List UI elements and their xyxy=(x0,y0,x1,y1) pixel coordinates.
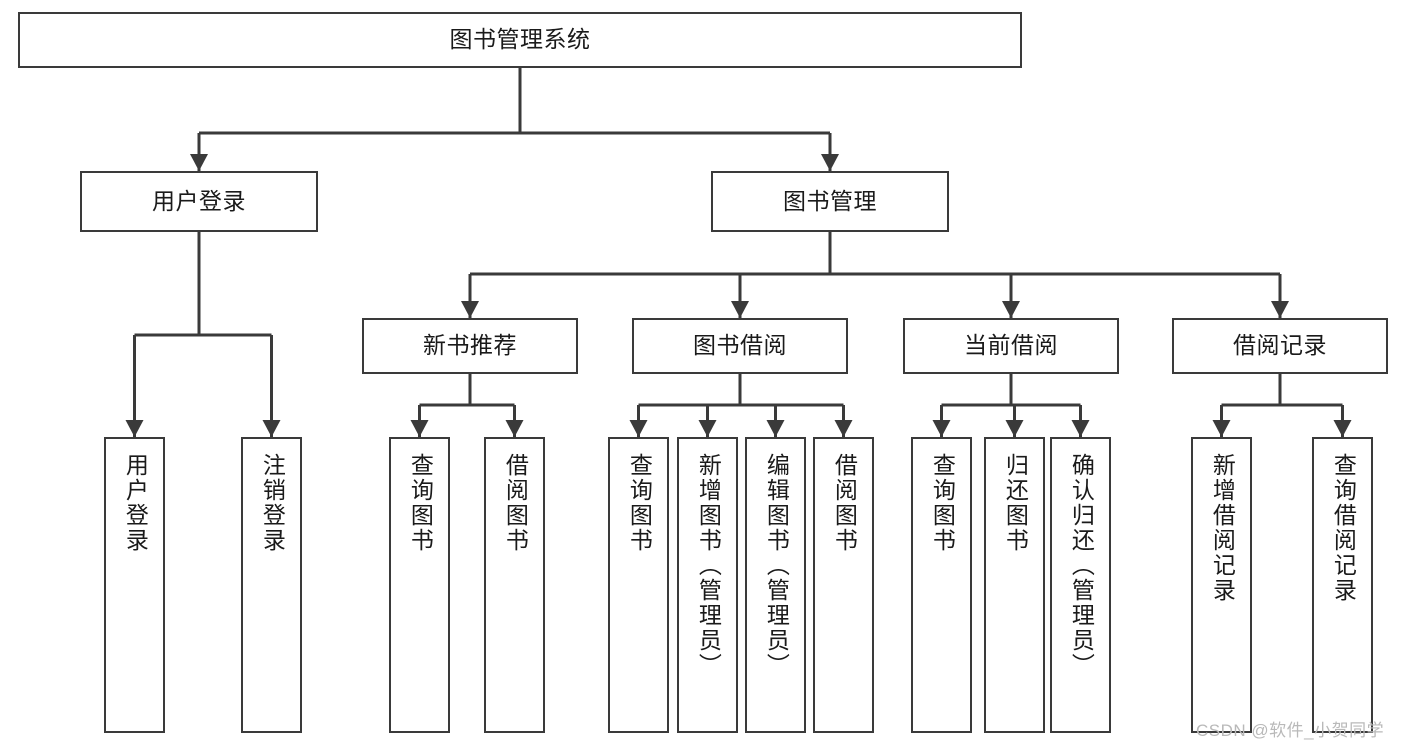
arrow-head xyxy=(834,420,853,437)
node-newbook[interactable]: 新书推荐 xyxy=(362,318,578,374)
watermark-text: CSDN @软件_小贺同学 xyxy=(1196,721,1385,740)
node-label: 借阅图书 xyxy=(831,453,858,553)
node-label: 查询图书 xyxy=(407,453,434,553)
node-leaf-user-login[interactable]: 用户登录 xyxy=(104,437,165,733)
node-leaf-nb-borrow[interactable]: 借阅图书 xyxy=(484,437,545,733)
arrow-head xyxy=(821,154,839,171)
node-label: 新增借阅记录 xyxy=(1209,453,1236,603)
node-leaf-cur-return[interactable]: 归还图书 xyxy=(984,437,1045,733)
node-borrow[interactable]: 图书借阅 xyxy=(632,318,848,374)
node-current[interactable]: 当前借阅 xyxy=(903,318,1119,374)
node-label: 确认归还（管理员） xyxy=(1068,453,1095,678)
node-label: 用户登录 xyxy=(122,453,149,553)
arrow-head xyxy=(1005,420,1024,437)
node-label: 借阅记录 xyxy=(1233,332,1327,359)
arrow-head xyxy=(410,420,429,437)
node-label: 用户登录 xyxy=(152,187,246,214)
node-records[interactable]: 借阅记录 xyxy=(1172,318,1388,374)
node-bookmgmt[interactable]: 图书管理 xyxy=(711,171,949,232)
arrow-head xyxy=(125,420,144,437)
arrow-head xyxy=(1212,420,1231,437)
node-leaf-user-logout[interactable]: 注销登录 xyxy=(241,437,302,733)
arrow-head xyxy=(766,420,785,437)
node-label: 当前借阅 xyxy=(964,332,1058,359)
arrow-head xyxy=(262,420,281,437)
node-label: 归还图书 xyxy=(1002,453,1029,553)
node-leaf-rec-add[interactable]: 新增借阅记录 xyxy=(1191,437,1252,733)
node-label: 图书管理系统 xyxy=(449,26,591,53)
arrow-head xyxy=(1333,420,1352,437)
arrow-head xyxy=(698,420,717,437)
node-leaf-rec-query[interactable]: 查询借阅记录 xyxy=(1312,437,1373,733)
node-label: 注销登录 xyxy=(259,453,286,553)
arrow-head xyxy=(1071,420,1090,437)
arrow-head xyxy=(461,301,479,318)
arrow-head xyxy=(1002,301,1020,318)
node-leaf-bk-query[interactable]: 查询图书 xyxy=(608,437,669,733)
arrow-head xyxy=(932,420,951,437)
arrow-head xyxy=(1271,301,1289,318)
node-leaf-bk-edit[interactable]: 编辑图书（管理员） xyxy=(745,437,806,733)
node-login[interactable]: 用户登录 xyxy=(80,171,318,232)
node-label: 编辑图书（管理员） xyxy=(763,453,790,678)
node-label: 查询借阅记录 xyxy=(1330,453,1357,603)
node-label: 图书管理 xyxy=(783,187,877,214)
node-label: 借阅图书 xyxy=(502,453,529,553)
node-label: 查询图书 xyxy=(929,453,956,553)
arrow-head xyxy=(731,301,749,318)
node-label: 新增图书（管理员） xyxy=(695,453,722,678)
arrow-head xyxy=(190,154,208,171)
node-label: 查询图书 xyxy=(626,453,653,553)
arrow-head xyxy=(505,420,524,437)
node-root[interactable]: 图书管理系统 xyxy=(18,12,1022,68)
node-leaf-cur-confirm[interactable]: 确认归还（管理员） xyxy=(1050,437,1111,733)
node-leaf-bk-borrow[interactable]: 借阅图书 xyxy=(813,437,874,733)
node-leaf-bk-add[interactable]: 新增图书（管理员） xyxy=(677,437,738,733)
node-label: 图书借阅 xyxy=(693,332,787,359)
node-label: 新书推荐 xyxy=(423,332,517,359)
node-leaf-cur-query[interactable]: 查询图书 xyxy=(911,437,972,733)
node-leaf-nb-query[interactable]: 查询图书 xyxy=(389,437,450,733)
arrow-head xyxy=(629,420,648,437)
